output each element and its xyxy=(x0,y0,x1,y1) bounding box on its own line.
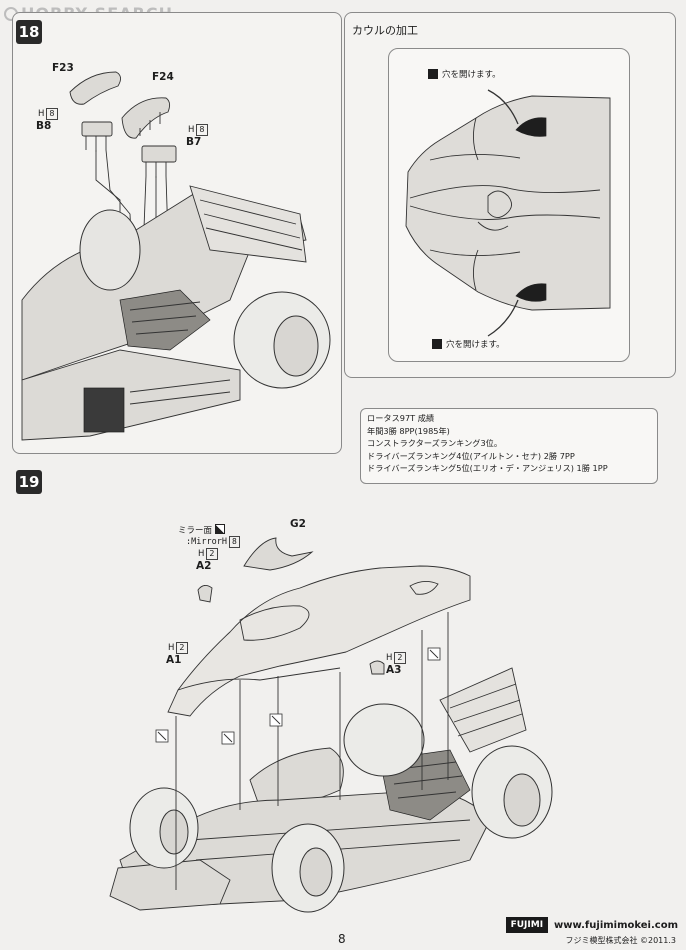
runner-h: H xyxy=(386,653,393,663)
fujimi-logo: FUJIMI xyxy=(505,917,549,933)
runner-number: 8 xyxy=(46,108,58,120)
step-19-number: 19 xyxy=(16,470,42,494)
runner-number: 2 xyxy=(206,548,218,560)
lotus-97t-record-note: ロータス97T 成績 年間3勝 8PP(1985年) コンストラクターズランキン… xyxy=(360,408,658,484)
mirror-icon xyxy=(214,524,225,534)
drill-note-top: 穴を開けます。 xyxy=(428,68,501,80)
runner-number: 8 xyxy=(228,536,240,548)
footer-copyright: フジミ模型株式会社 ©2011.3 xyxy=(565,936,676,945)
record-line-5: ドライバーズランキング5位(エリオ・デ・アンジェリス) 1勝 1PP xyxy=(367,463,608,473)
drill-note-top-text: 穴を開けます。 xyxy=(442,70,501,80)
footer-url[interactable]: www.fujimimokei.com xyxy=(554,919,678,931)
part-label-f24: F24 xyxy=(152,71,174,83)
drill-icon xyxy=(428,69,438,79)
part-label-g2: G2 xyxy=(290,518,306,530)
record-line-3: コンストラクターズランキング3位。 xyxy=(367,438,503,448)
record-line-1: ロータス97T 成績 xyxy=(367,413,435,423)
part-label-a1: A1 xyxy=(166,654,182,666)
mirror-en: :Mirror xyxy=(186,537,222,547)
part-label-a3: A3 xyxy=(386,664,402,676)
step-18-panel xyxy=(12,12,342,454)
runner-h: H xyxy=(198,549,205,559)
runner-h: H xyxy=(168,643,175,653)
part-label-a2: A2 xyxy=(196,560,212,572)
record-line-2: 年間3勝 8PP(1985年) xyxy=(367,425,450,436)
part-label-f23: F23 xyxy=(52,62,74,74)
part-label-b8: B8 xyxy=(36,120,52,132)
drill-note-bottom: 穴を開けます。 xyxy=(432,338,505,350)
runner-number: 2 xyxy=(394,652,406,664)
part-label-b7: B7 xyxy=(186,136,202,148)
footer-brand: FUJIMI www.fujimimokei.com xyxy=(505,917,678,933)
runner-h: H xyxy=(38,109,45,119)
mirror-label-jp: ミラー面 xyxy=(178,526,213,536)
runner-number: 2 xyxy=(176,642,188,654)
record-line-4: ドライバーズランキング4位(アイルトン・セナ) 2勝 7PP xyxy=(367,450,575,461)
mirror-face-label: ミラー面 xyxy=(178,524,225,536)
runner-h: H xyxy=(221,537,227,547)
cowl-panel-title: カウルの加工 xyxy=(352,24,418,37)
drill-icon xyxy=(432,339,442,349)
runner-number: 8 xyxy=(196,124,208,136)
runner-h: H xyxy=(188,125,195,135)
page-number: 8 xyxy=(338,932,346,946)
step-18-number: 18 xyxy=(16,20,42,44)
cowl-diagram-frame xyxy=(388,48,630,362)
drill-note-bottom-text: 穴を開けます。 xyxy=(446,340,505,350)
